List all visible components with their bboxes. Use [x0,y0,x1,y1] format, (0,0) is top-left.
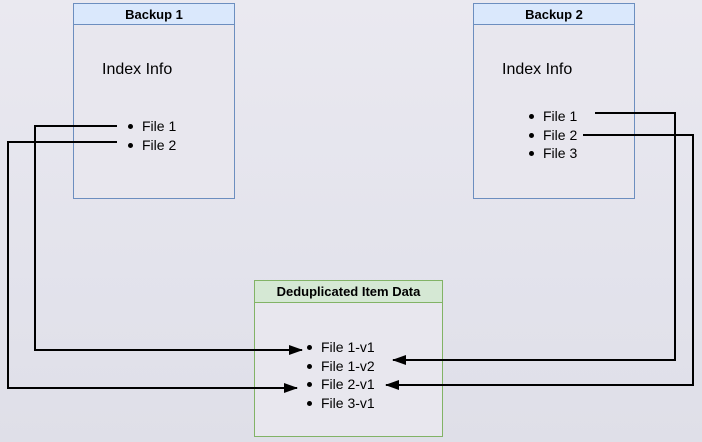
file-item: File 1 [529,107,577,126]
file-item: File 2 [128,136,176,155]
backup2-header: Backup 2 [474,4,634,25]
file-item: File 3 [529,144,577,163]
backup1-title: Backup 1 [125,7,183,22]
file-item: File 1 [128,117,176,136]
dedup-header: Deduplicated Item Data [255,281,442,303]
dedup-title: Deduplicated Item Data [276,284,421,299]
file-item: File 3-v1 [307,394,375,413]
backup1-index-info-label: Index Info [102,61,173,78]
backup2-title: Backup 2 [525,7,583,22]
file-item: File 1-v2 [307,357,375,376]
file-item: File 2-v1 [307,375,375,394]
file-item: File 2 [529,126,577,145]
backup2-index-info-label: Index Info [502,61,573,78]
backup1-header: Backup 1 [74,4,234,25]
file-item: File 1-v1 [307,338,375,357]
